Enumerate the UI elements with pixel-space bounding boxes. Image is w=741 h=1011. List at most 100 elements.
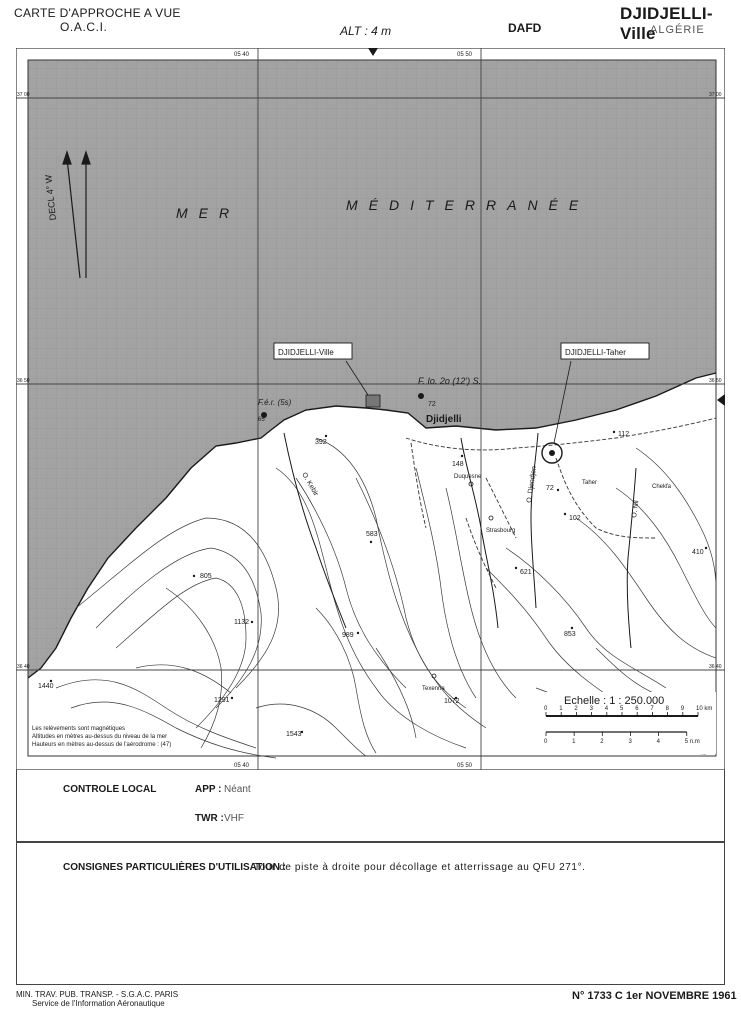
grid-right-mid: 36 50: [709, 378, 722, 384]
east-marker: [717, 394, 725, 406]
town-texenna: Texenna: [422, 686, 445, 692]
sea-label-mer: MER: [176, 205, 240, 221]
elevation-spots: 392 148 112 72 102 583 805 1132 989 621 …: [38, 430, 708, 738]
twr-value: VHF: [224, 813, 244, 824]
light-main-label: F. Io. 2o (12') S.: [418, 376, 481, 386]
elev-853: 853: [564, 631, 576, 638]
elev-112: 112: [618, 431, 629, 438]
twr-label: TWR :: [195, 813, 224, 824]
north-marker: [368, 48, 378, 56]
scale-nm-label: 2: [600, 739, 604, 745]
consignes-text: Tour de piste à droite pour décollage et…: [254, 862, 586, 873]
chart-title-line2: O.A.C.I.: [60, 20, 108, 34]
town-chekfa: Chekfa: [652, 484, 672, 490]
control-label: CONTROLE LOCAL: [63, 784, 157, 795]
publisher-line1: MIN. TRAV. PUB. TRANSP. - S.G.A.C. PARIS: [16, 990, 179, 999]
light-secondary-height: 65: [258, 417, 265, 423]
grid-bottom-right: 05 50: [457, 763, 473, 769]
scale-km-label: 2: [574, 706, 578, 712]
aerodrome-altitude: ALT : 4 m: [340, 24, 392, 38]
rivers: [283, 432, 637, 649]
grid-top-right: 05 50: [457, 52, 473, 58]
consignes-label: CONSIGNES PARTICULIÈRES D'UTILISATION :: [63, 862, 287, 873]
grid-left-mid: 36 50: [17, 378, 30, 384]
sea-grid: [28, 60, 716, 678]
callout-box-taher: [560, 342, 650, 360]
elev-1132: 1132: [234, 619, 249, 626]
scale-bar: Echelle : 1 : 250.000 0 1 2 3 4 5 6 7 8 9 10 km 0 1…: [540, 692, 716, 754]
lighthouse-main: [418, 393, 424, 399]
terrain-contours: [55, 437, 717, 759]
elev-989: 989: [342, 632, 354, 639]
callout-box-ville: [273, 342, 353, 360]
light-main-height: 72: [428, 401, 436, 408]
town-djidjelli: Djidjelli: [426, 414, 462, 425]
scale-km-label: 5: [620, 706, 624, 712]
elev-583: 583: [366, 531, 378, 538]
town-duquesne: Duquesne: [454, 474, 482, 480]
map-notes: Les relèvements sont magnétiques Altitud…: [32, 726, 171, 748]
note-line2: Altitudes en mètres au-dessus du niveau …: [32, 734, 167, 740]
scale-nm-label: 3: [628, 739, 632, 745]
publisher-line2: Service de l'Information Aéronautique: [32, 999, 165, 1008]
map-inner-frame: [27, 59, 717, 757]
elev-392: 392: [315, 439, 327, 446]
elev-72: 72: [546, 485, 554, 492]
elev-410: 410: [692, 549, 704, 556]
scale-km-label: 0: [544, 706, 548, 712]
coastline: [27, 372, 717, 679]
app-label: APP :: [195, 784, 222, 795]
light-secondary-label: F.é.r. (5s): [258, 398, 292, 407]
aerodrome-ville-symbol: [365, 394, 381, 408]
scale-km-label: 9: [681, 706, 685, 712]
app-value: Néant: [224, 784, 251, 795]
scale-km-label: 3: [590, 706, 594, 712]
graticule-labels: 05 40 05 50 05 40 05 50 37 00 36 50 36 4…: [17, 52, 722, 769]
scale-km-label: 10 km: [696, 706, 712, 712]
scale-km-label: 7: [650, 706, 654, 712]
chart-number-date: N° 1733 C 1er NOVEMBRE 1961: [572, 990, 737, 1002]
elev-1291: 1291: [214, 697, 230, 704]
scale-nm-label: 0: [544, 739, 548, 745]
chart-title-line1: CARTE D'APPROCHE A VUE: [14, 6, 181, 20]
callout-ville-text: DJIDJELLI-Ville: [278, 348, 334, 357]
scale-km-label: 4: [605, 706, 609, 712]
graticule: [16, 48, 725, 770]
roads: [405, 417, 717, 589]
callout-taher-text: DJIDJELLI-Taher: [565, 348, 626, 357]
control-panel: CONTROLE LOCAL APP : Néant TWR : VHF: [16, 770, 725, 842]
scale-title: Echelle : 1 : 250.000: [564, 695, 664, 707]
scale-km-label: 6: [635, 706, 639, 712]
elev-102: 102: [569, 515, 581, 522]
map-canvas: DJIDJELLI-Ville DJIDJELLI-Taher DECL 4° …: [16, 48, 725, 770]
scale-nm-label: 1: [572, 739, 576, 745]
scale-km-label: 8: [666, 706, 670, 712]
grid-right-top: 37 00: [709, 92, 722, 98]
elev-148: 148: [452, 461, 464, 468]
sea-label-mediterranee: MÉDITERRANÉE: [346, 197, 589, 213]
grid-bottom-left: 05 40: [234, 763, 250, 769]
aerodrome-name: DJIDJELLI-Ville: [620, 4, 713, 43]
note-line3: Hauteurs en mètres au-dessus de l'aérodr…: [32, 742, 171, 748]
grid-top-left: 05 40: [234, 52, 250, 58]
callout-leaders: [345, 360, 572, 444]
elev-805: 805: [200, 573, 212, 580]
town-strasbourg: Strasbourg: [486, 528, 515, 534]
declination-arrows: [62, 150, 91, 279]
grid-right-bot: 36 40: [709, 664, 722, 670]
river-nil: O. Nil: [631, 500, 640, 519]
icao-code: DAFD: [508, 21, 542, 35]
scale-nm-label: 5 n.m: [685, 739, 700, 745]
country-name: ALGÉRIE: [650, 24, 705, 36]
grid-left-top: 37 00: [17, 92, 30, 98]
consignes-panel: CONSIGNES PARTICULIÈRES D'UTILISATION : …: [16, 842, 725, 985]
approach-map: DJIDJELLI-Ville DJIDJELLI-Taher DECL 4° …: [16, 48, 725, 770]
grid-left-bot: 36 40: [17, 664, 30, 670]
declination-label: DECL 4° W: [43, 174, 58, 221]
aerodrome-taher-symbol: [541, 442, 563, 464]
lighthouse-secondary: [261, 412, 267, 418]
scale-nm-ticks: 0 1 2 3 4 5 n.m: [544, 731, 700, 745]
town-taher: Taher: [582, 480, 597, 486]
scale-nm-label: 4: [657, 739, 661, 745]
